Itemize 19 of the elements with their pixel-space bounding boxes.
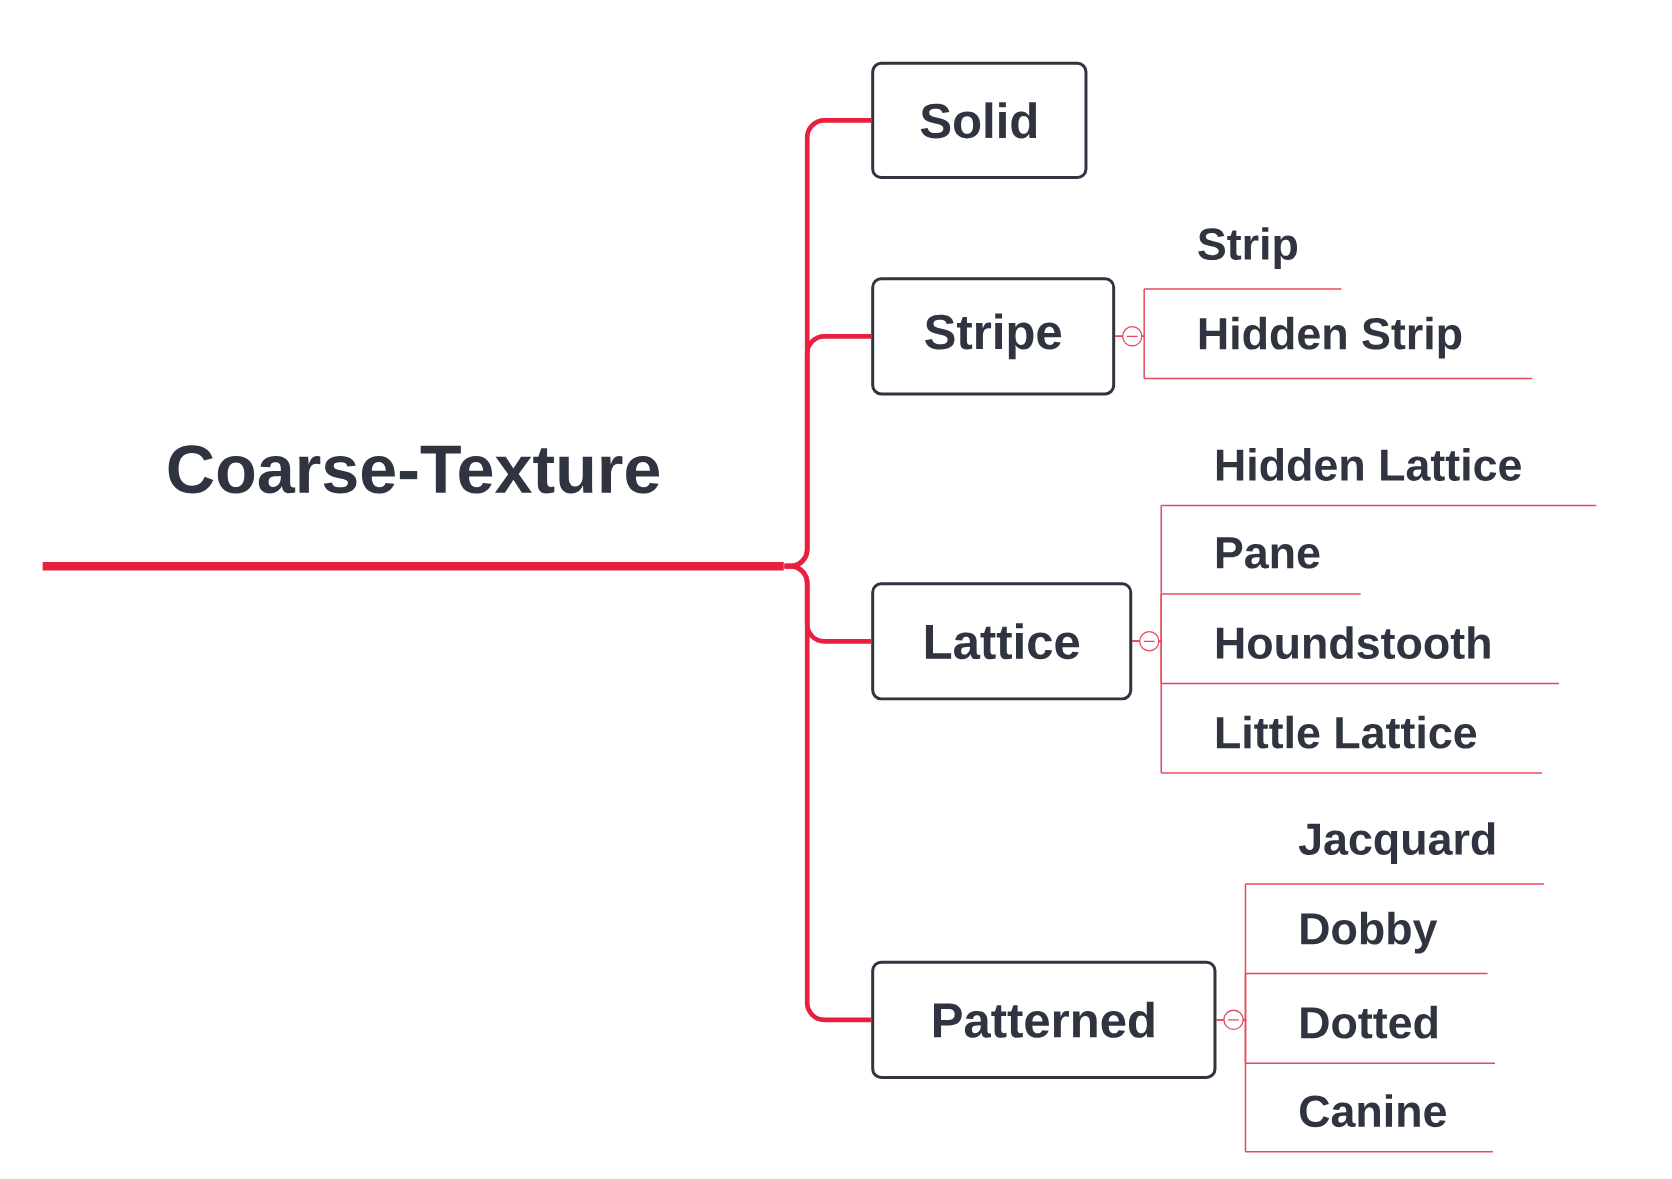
subtopic-label: Pane bbox=[1160, 537, 1362, 595]
subtopic-label: Hidden Strip bbox=[1143, 316, 1534, 380]
topic-box: Solid bbox=[871, 61, 1088, 179]
subtopic-label: Jacquard bbox=[1244, 822, 1545, 885]
subtopic-label: Dotted bbox=[1244, 1005, 1496, 1064]
connector-line bbox=[1114, 335, 1145, 380]
topic-box: Lattice bbox=[871, 582, 1133, 701]
connector-line bbox=[1131, 640, 1162, 774]
topic-heading: Coarse-Texture bbox=[42, 445, 784, 571]
subtopic-label: Dobby bbox=[1244, 911, 1489, 975]
topic-box: Patterned bbox=[871, 960, 1217, 1079]
connector-line bbox=[784, 563, 872, 1022]
subtopic-label: Little Lattice bbox=[1160, 715, 1543, 774]
subtopic-label: Houndstooth bbox=[1160, 625, 1560, 685]
subtopic-label: Strip bbox=[1143, 227, 1343, 290]
connector-line bbox=[1215, 1018, 1247, 1153]
subtopic-label: Hidden Lattice bbox=[1160, 447, 1598, 506]
subtopic-label: Canine bbox=[1244, 1094, 1494, 1153]
topic-box: Stripe bbox=[871, 277, 1116, 396]
